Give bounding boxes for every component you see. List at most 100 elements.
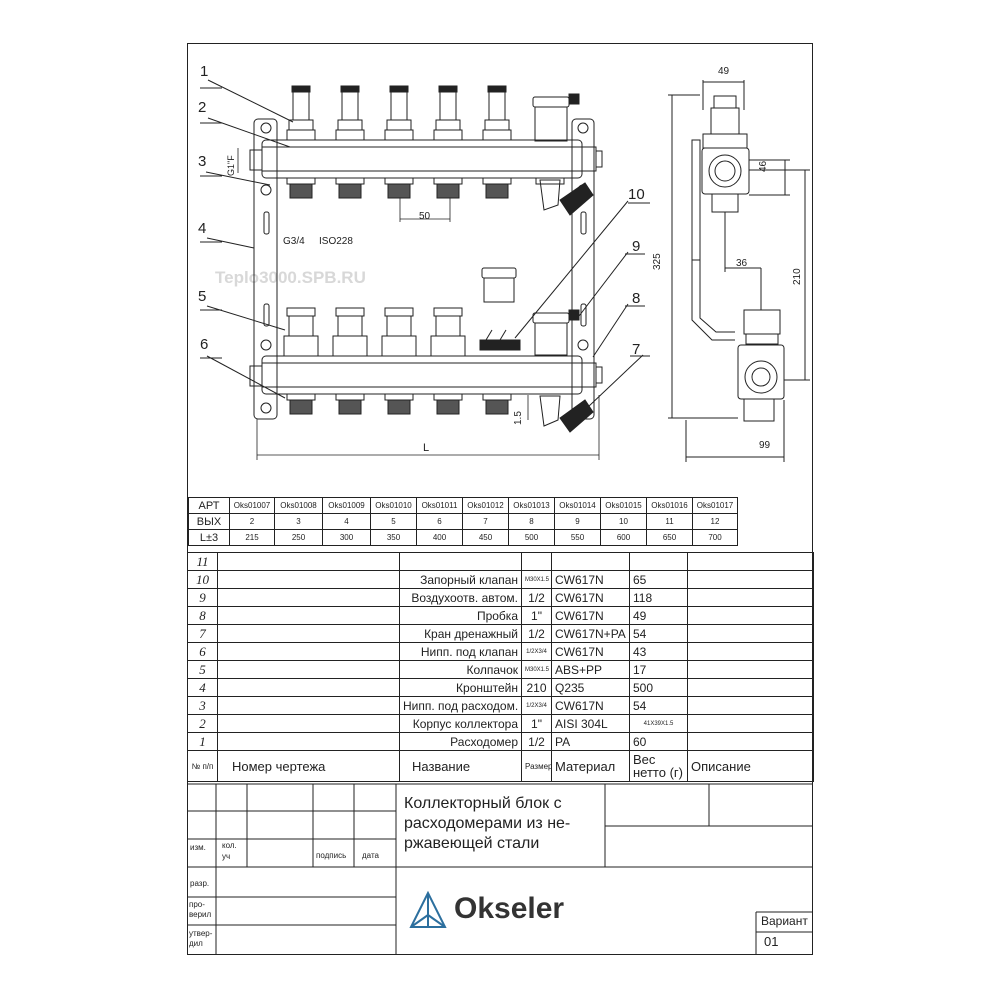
watermark-text: Teplo3000.SPB.RU [215, 268, 366, 287]
bottom-manifold [249, 355, 597, 395]
spec-name: Нипп. под клапан [399, 642, 522, 661]
dim-99: 99 [759, 440, 771, 451]
cap-body [288, 315, 314, 337]
header-material: Материал [551, 750, 630, 782]
spec-description [687, 570, 814, 589]
spec-drawing-no [217, 588, 400, 607]
spec-drawing-no [217, 732, 400, 751]
cap-base [332, 335, 368, 357]
flowmeter-base [335, 129, 365, 141]
cap-top [335, 307, 365, 317]
manifold-drawing: Teplo3000.SPB.RU [200, 79, 810, 462]
nipple-bottom [482, 393, 512, 401]
outputs-cell: 11 [646, 513, 693, 530]
cap-top [384, 307, 414, 317]
spec-size: 1/2X3/4 [521, 696, 552, 715]
flowmeter-top [438, 85, 458, 93]
spec-name: Запорный клапан [399, 570, 522, 589]
spec-header-row: № п/п Номер чертежа Название Размер Мате… [187, 750, 814, 782]
nipple-thread [436, 183, 460, 199]
header-name: Название [399, 750, 522, 782]
dim-325: 325 [652, 253, 663, 270]
callout-7: 7 [632, 341, 641, 358]
callout-6: 6 [200, 336, 209, 353]
dim-50: 50 [419, 211, 431, 222]
spec-name: Нипп. под расходом. [399, 696, 522, 715]
dim-l: L [423, 442, 430, 454]
spec-material: CW617N [551, 588, 630, 607]
length-cell: 350 [370, 529, 417, 546]
spec-number: 9 [187, 588, 218, 607]
article-cell: Oks01010 [370, 497, 417, 514]
length-cell: 215 [229, 529, 275, 546]
length-cell: 500 [508, 529, 555, 546]
end-plugs [595, 150, 603, 384]
shutoff-valve [479, 267, 521, 351]
outputs-cell: 4 [322, 513, 371, 530]
dim-g34: G3/4 [283, 236, 305, 247]
article-cell: Oks01011 [416, 497, 463, 514]
spec-weight: 118 [629, 588, 688, 607]
spec-size: 1/2X3/4 [521, 642, 552, 661]
flowmeter-glass [439, 91, 457, 121]
flowmeter-base [384, 129, 414, 141]
tb-izm: изм. [190, 843, 206, 852]
spec-name: Расходомер [399, 732, 522, 751]
spec-material: CW617N+PA [551, 624, 630, 643]
nipple-thread [338, 183, 362, 199]
article-cell: Oks01014 [554, 497, 601, 514]
spec-description [687, 624, 814, 643]
spec-row: 11 [187, 552, 814, 571]
article-cell: Oks01016 [646, 497, 693, 514]
spec-description [687, 714, 814, 733]
product-title-line-1: Коллекторный блок с [404, 795, 562, 812]
flowmeter-nut [337, 119, 363, 131]
nipple-bottom [286, 393, 316, 401]
flowmeter-glass [390, 91, 408, 121]
spec-name: Корпус коллектора [399, 714, 522, 733]
header-drawing-no: Номер чертежа [217, 750, 400, 782]
header-number: № п/п [187, 750, 218, 782]
article-cell: Oks01012 [462, 497, 509, 514]
spec-number: 7 [187, 624, 218, 643]
cap-body [435, 315, 461, 337]
flowmeter-top [389, 85, 409, 93]
spec-weight: 43 [629, 642, 688, 661]
tb-prov: про- верил [189, 900, 212, 919]
side-view [668, 80, 810, 462]
brand-name: Okseler [454, 892, 565, 925]
callout-8: 8 [632, 290, 641, 307]
flowmeter-nut [435, 119, 461, 131]
spec-material: PA [551, 732, 630, 751]
outputs-cell: 5 [370, 513, 417, 530]
article-cell: Oks01017 [692, 497, 738, 514]
callout-10: 10 [628, 186, 645, 203]
spec-material [551, 552, 630, 571]
spec-description [687, 552, 814, 571]
flowmeter-base [286, 129, 316, 141]
nipple-top [384, 177, 414, 185]
row-label: L±3 [188, 529, 230, 546]
spec-drawing-no [217, 696, 400, 715]
tb-data: дата [362, 851, 379, 860]
nipple-thread-bottom [289, 399, 313, 415]
nipple-thread-bottom [485, 399, 509, 415]
article-cell: Oks01013 [508, 497, 555, 514]
nipple-bottom [384, 393, 414, 401]
top-manifold [249, 139, 597, 179]
flowmeters [286, 85, 512, 141]
spec-number: 8 [187, 606, 218, 625]
flowmeter-nut [386, 119, 412, 131]
spec-drawing-no [217, 552, 400, 571]
spec-number: 1 [187, 732, 218, 751]
nipple-bottom [335, 393, 365, 401]
article-cell: Oks01008 [274, 497, 323, 514]
callout-2: 2 [198, 99, 207, 116]
flowmeter-top [291, 85, 311, 93]
dim-1-5: 1.5 [513, 411, 524, 425]
spec-size: M30X1.5 [521, 570, 552, 589]
